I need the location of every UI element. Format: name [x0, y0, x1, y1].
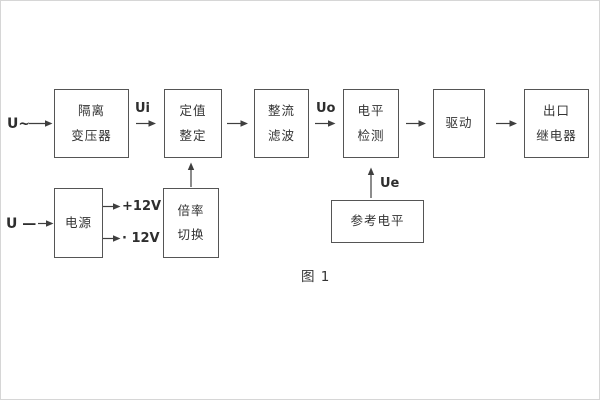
block-label: 变压器 — [71, 127, 112, 143]
block-isolation-transformer: 隔离 变压器 — [54, 89, 129, 158]
block-setpoint-adjust: 定值 整定 — [164, 89, 222, 158]
arrow-ac-input — [29, 120, 53, 127]
arrow-negative-rail — [103, 235, 121, 242]
block-label: 定值 — [179, 103, 207, 118]
arrow-positive-rail — [103, 203, 121, 210]
block-label: 电平 — [357, 103, 385, 118]
block-label: 整流 — [267, 103, 295, 118]
block-ratio-switch: 倍率 切换 — [163, 188, 219, 258]
block-label: 参考电平 — [350, 213, 405, 229]
arrow-drive-to-relay — [496, 120, 517, 127]
block-label: 继电器 — [536, 127, 577, 143]
block-label: 倍率 — [177, 202, 205, 218]
arrow-isolation-to-setpoint — [136, 120, 156, 127]
signal-ue-label: Ue — [380, 176, 400, 191]
signal-uo-label: Uo — [316, 101, 336, 116]
block-power-supply: 电源 — [54, 188, 103, 258]
arrow-reference-to-level — [367, 167, 375, 198]
block-label: 整定 — [179, 127, 207, 143]
block-label: 隔离 — [77, 103, 105, 118]
block-label: 驱动 — [445, 115, 473, 131]
positive-rail-label: +12V — [122, 199, 162, 214]
block-label: 出口 — [542, 103, 570, 118]
block-reference-level: 参考电平 — [331, 200, 424, 243]
block-label: 电源 — [64, 214, 92, 230]
ac-input-label: U~ — [7, 116, 31, 132]
block-label: 切换 — [177, 227, 205, 242]
block-drive: 驱动 — [433, 89, 485, 158]
block-label: 检测 — [357, 127, 385, 143]
negative-rail-label: · 12V — [122, 231, 160, 246]
dc-input-label: U — — [6, 216, 37, 232]
arrow-ratio-to-setpoint — [187, 162, 195, 187]
signal-ui-label: Ui — [135, 101, 151, 116]
arrow-level-to-drive — [406, 120, 426, 127]
arrow-dc-input — [38, 220, 54, 227]
arrow-setpoint-to-rectify — [227, 120, 248, 127]
block-output-relay: 出口 继电器 — [524, 89, 589, 158]
block-label: 滤波 — [267, 127, 295, 143]
block-rectify-filter: 整流 滤波 — [254, 89, 309, 158]
arrow-rectify-to-level — [315, 120, 336, 127]
block-level-detect: 电平 检测 — [343, 89, 399, 158]
figure-caption: 图 1 — [301, 269, 331, 285]
